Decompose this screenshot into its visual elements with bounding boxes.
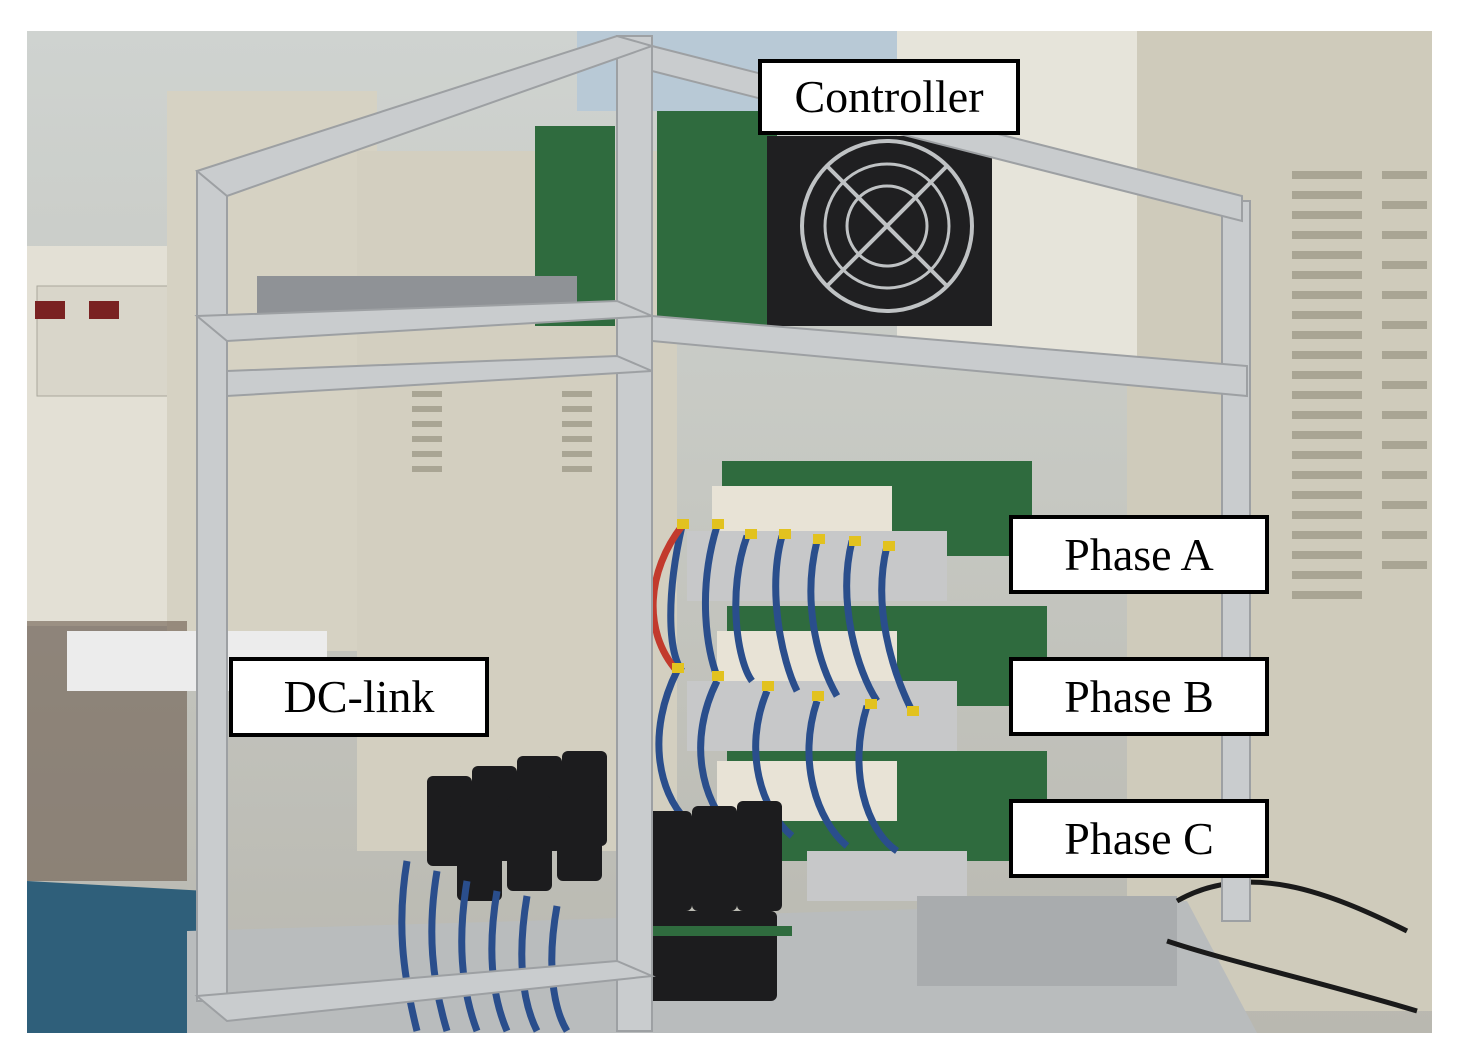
phase-b-label: Phase B: [1009, 657, 1269, 736]
bottom-power-supply: [917, 896, 1177, 986]
phase-cables: [655, 524, 916, 854]
dc-link-label: DC-link: [229, 657, 489, 737]
cable-lugs: [672, 519, 919, 716]
controller-board-2: [657, 111, 777, 341]
cabinet-vents: [412, 171, 1427, 599]
phase-a-label: Phase A: [1009, 515, 1269, 594]
controller-label: Controller: [758, 59, 1020, 135]
blue-machine-base: [27, 881, 207, 1033]
phase-c-label: Phase C: [1009, 799, 1269, 878]
